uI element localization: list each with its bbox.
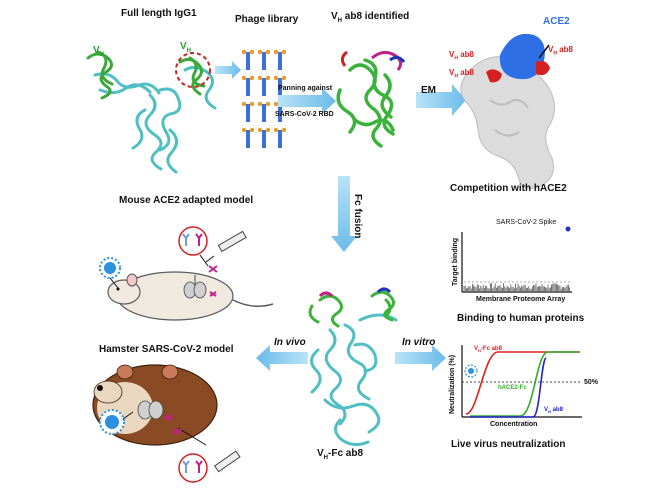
- phage-tube: [273, 75, 287, 96]
- label-full-length: Full length IgG1: [121, 8, 197, 19]
- phage-tube: [241, 127, 255, 148]
- label-hace2fc-curve: hACE2-Fc: [498, 385, 527, 391]
- antibody-inset-mouse: [178, 226, 209, 267]
- label-panning-1: Panning against: [278, 85, 333, 92]
- label-live-virus: Live virus neutralization: [451, 439, 566, 450]
- vh-ab8-structure: [336, 50, 406, 148]
- label-binding-human: Binding to human proteins: [457, 313, 585, 324]
- label-mouse-model: Mouse ACE2 adapted model: [119, 195, 254, 206]
- antibody-inset-hamster: [178, 453, 208, 483]
- syringe-mouse: [205, 230, 247, 273]
- label-sars-spike: SARS-CoV-2 Spike: [496, 219, 557, 226]
- label-vh-left: VH: [93, 45, 105, 59]
- membrane-proteome-array: [461, 226, 572, 293]
- ace2-density: [499, 33, 545, 80]
- igg1-structure: [86, 50, 217, 174]
- array-noise: [463, 283, 570, 291]
- arrow-to-phage: [215, 61, 241, 79]
- label-phage-library: Phage library: [235, 14, 299, 25]
- vh-ab8-curve: [470, 357, 547, 418]
- label-membrane-array: Membrane Proteome Array: [476, 296, 566, 303]
- phage-tube: [241, 49, 255, 70]
- label-em: EM: [421, 85, 436, 96]
- fc-fusion-arrow: [331, 176, 357, 252]
- label-vh-ab8-identified: VH ab8 identified: [331, 11, 410, 25]
- in-vivo-arrow: [256, 345, 308, 371]
- label-in-vivo: In vivo: [274, 337, 306, 348]
- label-ace2: ACE2: [543, 16, 570, 27]
- phage-tube: [273, 49, 287, 70]
- panning-arrow: [278, 88, 336, 114]
- phage-tube: [273, 127, 287, 148]
- label-vh-right: VH: [180, 41, 192, 55]
- label-vh-curve: VH ab8: [544, 407, 563, 415]
- phage-tube: [241, 101, 255, 122]
- em-density-map: [460, 33, 555, 189]
- neutralization-chart: [461, 345, 582, 418]
- spike-point: [565, 226, 571, 232]
- label-vh-ab8-a: VH ab8: [449, 50, 474, 62]
- label-vh-ab8-b: VH ab8: [449, 68, 474, 80]
- phage-tube: [257, 75, 271, 96]
- label-fc-fusion: Fc fusion: [352, 194, 363, 239]
- hace2fc-curve: [470, 351, 580, 417]
- em-arrow: [416, 84, 466, 116]
- virus-icon: [99, 257, 121, 289]
- vhfc-ab8-structure: [308, 287, 398, 447]
- ab8-density-left: [486, 69, 502, 83]
- mouse-illustration: [107, 271, 274, 321]
- phage-tube: [257, 127, 271, 148]
- label-hamster-model: Hamster SARS-CoV-2 model: [99, 344, 234, 355]
- label-vhfc-bottom: VH-Fc ab8: [317, 448, 364, 462]
- label-panning-2: SARS-CoV-2 RBD: [275, 111, 334, 118]
- ace2-pointer: [538, 44, 550, 59]
- label-fifty: 50%: [584, 379, 599, 386]
- label-vh-ab8-c: VH ab8: [548, 45, 573, 57]
- syringe-hamster: [173, 427, 241, 473]
- label-in-vitro: In vitro: [402, 337, 436, 348]
- vh-highlight-circle: [175, 52, 211, 88]
- vhfc-ab8-curve: [465, 351, 580, 415]
- virus-icon-hamster: [99, 409, 134, 435]
- label-competition: Competition with hACE2: [450, 183, 567, 194]
- phage-tube: [257, 101, 271, 122]
- phage-library: [241, 49, 287, 148]
- label-neutralization: Neutralization (%): [449, 354, 456, 414]
- in-vitro-arrow: [395, 345, 446, 371]
- label-concentration: Concentration: [490, 421, 538, 428]
- ab8-density-right: [536, 60, 550, 76]
- label-target-binding: Target binding: [452, 237, 459, 286]
- phage-tube: [257, 49, 271, 70]
- phage-tube: [241, 75, 255, 96]
- label-vhfc-curve: VH-Fc ab8: [474, 346, 502, 354]
